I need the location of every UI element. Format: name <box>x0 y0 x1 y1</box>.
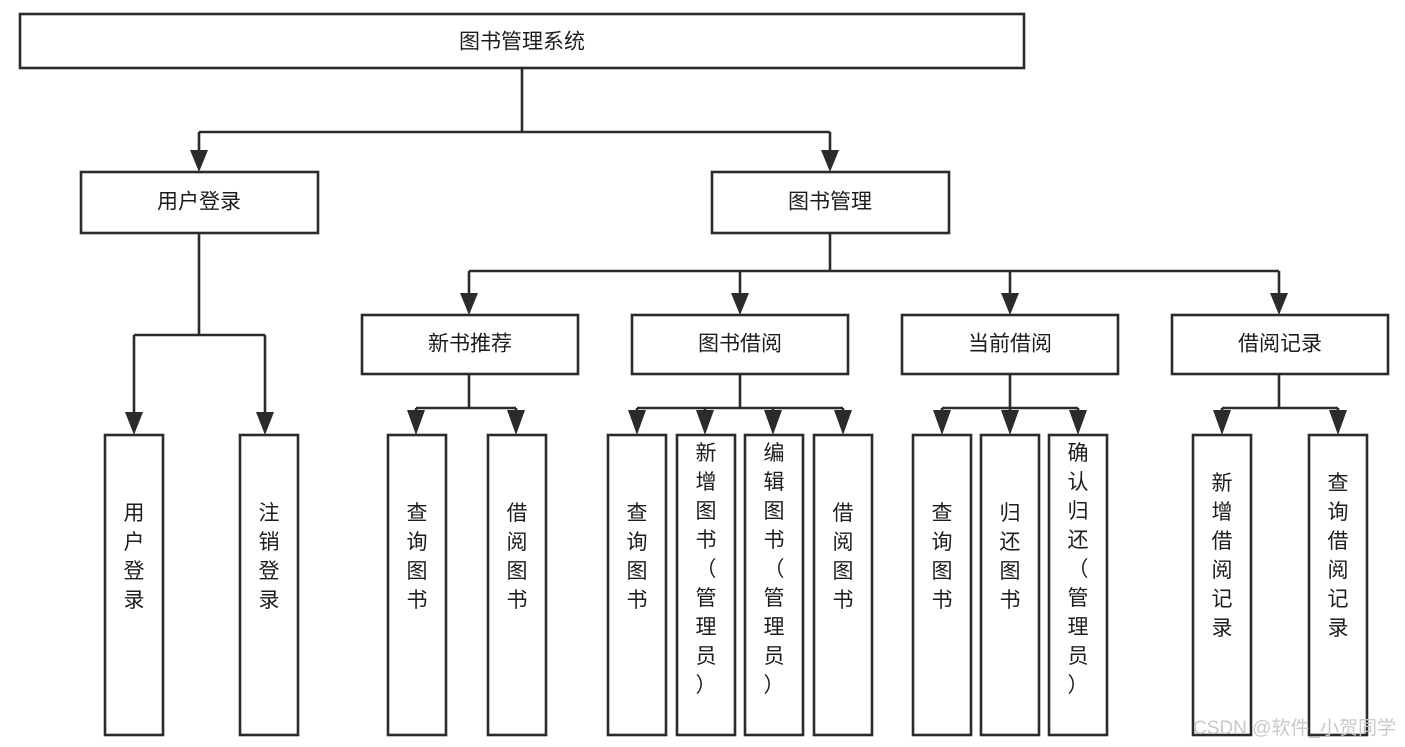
arrow-head-new-book-rec-icon <box>460 293 478 315</box>
node-leaf-user-login-box[interactable] <box>103 433 165 737</box>
node-leaf-user-logout-label: 注销登录 <box>259 502 280 612</box>
arrow-head-leaf-borrow-book-2-icon <box>834 410 852 435</box>
node-root-box[interactable] <box>18 12 1026 70</box>
node-book-manage[interactable]: 图书管理 <box>710 170 951 235</box>
node-current-borrow[interactable]: 当前借阅 <box>900 313 1120 376</box>
node-leaf-query-book-1-label: 查询图书 <box>407 502 428 612</box>
arrow-head-user-login-icon <box>190 150 208 172</box>
node-leaf-confirm-return[interactable]: 确认归还（管理员） <box>1047 433 1109 737</box>
arrow-head-book-manage-icon <box>821 150 839 172</box>
node-leaf-add-record-box[interactable] <box>1191 433 1253 737</box>
node-book-borrow-box[interactable] <box>630 313 850 376</box>
node-book-manage-box[interactable] <box>710 170 951 235</box>
arrow-head-leaf-add-book-icon <box>696 410 714 435</box>
node-book-manage-label: 图书管理 <box>788 191 872 214</box>
node-leaf-edit-book-label: 编辑图书（管理员） <box>764 442 785 697</box>
arrow-head-leaf-query-book-2-icon <box>628 410 646 435</box>
node-leaf-query-book-1-box[interactable] <box>386 433 448 737</box>
arrow-head-leaf-query-record-icon <box>1329 410 1347 435</box>
node-book-borrow-label: 图书借阅 <box>698 333 782 356</box>
node-root-label: 图书管理系统 <box>459 31 585 54</box>
node-leaf-borrow-book-2-label: 借阅图书 <box>833 502 854 612</box>
node-leaf-add-book-box[interactable] <box>675 433 737 737</box>
arrow-head-leaf-query-book-1-icon <box>407 410 425 435</box>
node-leaf-add-record-label: 新增借阅记录 <box>1212 472 1233 640</box>
node-leaf-query-book-2-label: 查询图书 <box>627 502 648 612</box>
node-leaf-query-record-label: 查询借阅记录 <box>1328 472 1349 640</box>
node-leaf-add-book[interactable]: 新增图书（管理员） <box>675 433 737 737</box>
watermark-label: CSDN @软件_小贺同学 <box>1193 717 1396 739</box>
node-new-book-rec-box[interactable] <box>360 313 580 376</box>
node-root[interactable]: 图书管理系统 <box>18 12 1026 70</box>
node-leaf-return-book[interactable]: 归还图书 <box>979 433 1041 737</box>
node-leaf-borrow-book-2-box[interactable] <box>812 433 874 737</box>
node-new-book-rec[interactable]: 新书推荐 <box>360 313 580 376</box>
node-leaf-user-login-label: 用户登录 <box>124 502 145 612</box>
arrow-head-leaf-user-logout-icon <box>256 412 274 435</box>
node-leaf-add-record[interactable]: 新增借阅记录 <box>1191 433 1253 737</box>
node-leaf-add-book-label: 新增图书（管理员） <box>696 442 717 697</box>
node-leaf-user-logout-box[interactable] <box>238 433 300 737</box>
node-leaf-confirm-return-label: 确认归还（管理员） <box>1068 442 1089 697</box>
node-leaf-query-book-2[interactable]: 查询图书 <box>606 433 668 737</box>
node-book-borrow[interactable]: 图书借阅 <box>630 313 850 376</box>
node-leaf-borrow-book-1[interactable]: 借阅图书 <box>486 433 548 737</box>
node-leaf-return-book-box[interactable] <box>979 433 1041 737</box>
arrow-head-leaf-query-book-3-icon <box>933 410 951 435</box>
node-user-login-box[interactable] <box>79 170 320 235</box>
arrow-head-borrow-record-icon <box>1270 293 1288 315</box>
arrow-head-leaf-return-book-icon <box>1001 410 1019 435</box>
node-leaf-confirm-return-box[interactable] <box>1047 433 1109 737</box>
node-leaf-query-record-box[interactable] <box>1307 433 1369 737</box>
node-leaf-borrow-book-1-label: 借阅图书 <box>507 502 528 612</box>
arrow-head-leaf-edit-book-icon <box>764 410 782 435</box>
arrow-head-current-borrow-icon <box>1001 293 1019 315</box>
node-leaf-query-book-1[interactable]: 查询图书 <box>386 433 448 737</box>
node-leaf-query-book-3[interactable]: 查询图书 <box>911 433 973 737</box>
arrow-head-leaf-borrow-book-1-icon <box>507 410 525 435</box>
arrow-head-book-borrow-icon <box>731 293 749 315</box>
arrow-head-leaf-user-login-icon <box>125 412 143 435</box>
arrow-head-leaf-add-record-icon <box>1213 410 1231 435</box>
connector-layer <box>125 68 1347 435</box>
node-borrow-record-label: 借阅记录 <box>1238 333 1322 356</box>
node-leaf-borrow-book-2[interactable]: 借阅图书 <box>812 433 874 737</box>
node-new-book-rec-label: 新书推荐 <box>428 333 512 356</box>
node-borrow-record[interactable]: 借阅记录 <box>1170 313 1390 376</box>
node-leaf-borrow-book-1-box[interactable] <box>486 433 548 737</box>
node-leaf-query-record[interactable]: 查询借阅记录 <box>1307 433 1369 737</box>
arrow-head-leaf-confirm-return-icon <box>1069 410 1087 435</box>
node-user-login[interactable]: 用户登录 <box>79 170 320 235</box>
node-leaf-user-logout[interactable]: 注销登录 <box>238 433 300 737</box>
node-leaf-user-login[interactable]: 用户登录 <box>103 433 165 737</box>
node-leaf-query-book-3-label: 查询图书 <box>932 502 953 612</box>
node-leaf-edit-book[interactable]: 编辑图书（管理员） <box>743 433 805 737</box>
node-current-borrow-label: 当前借阅 <box>968 333 1052 356</box>
node-leaf-query-book-2-box[interactable] <box>606 433 668 737</box>
node-borrow-record-box[interactable] <box>1170 313 1390 376</box>
node-leaf-return-book-label: 归还图书 <box>1000 502 1021 612</box>
node-current-borrow-box[interactable] <box>900 313 1120 376</box>
node-leaf-edit-book-box[interactable] <box>743 433 805 737</box>
node-user-login-label: 用户登录 <box>157 191 241 214</box>
node-leaf-query-book-3-box[interactable] <box>911 433 973 737</box>
